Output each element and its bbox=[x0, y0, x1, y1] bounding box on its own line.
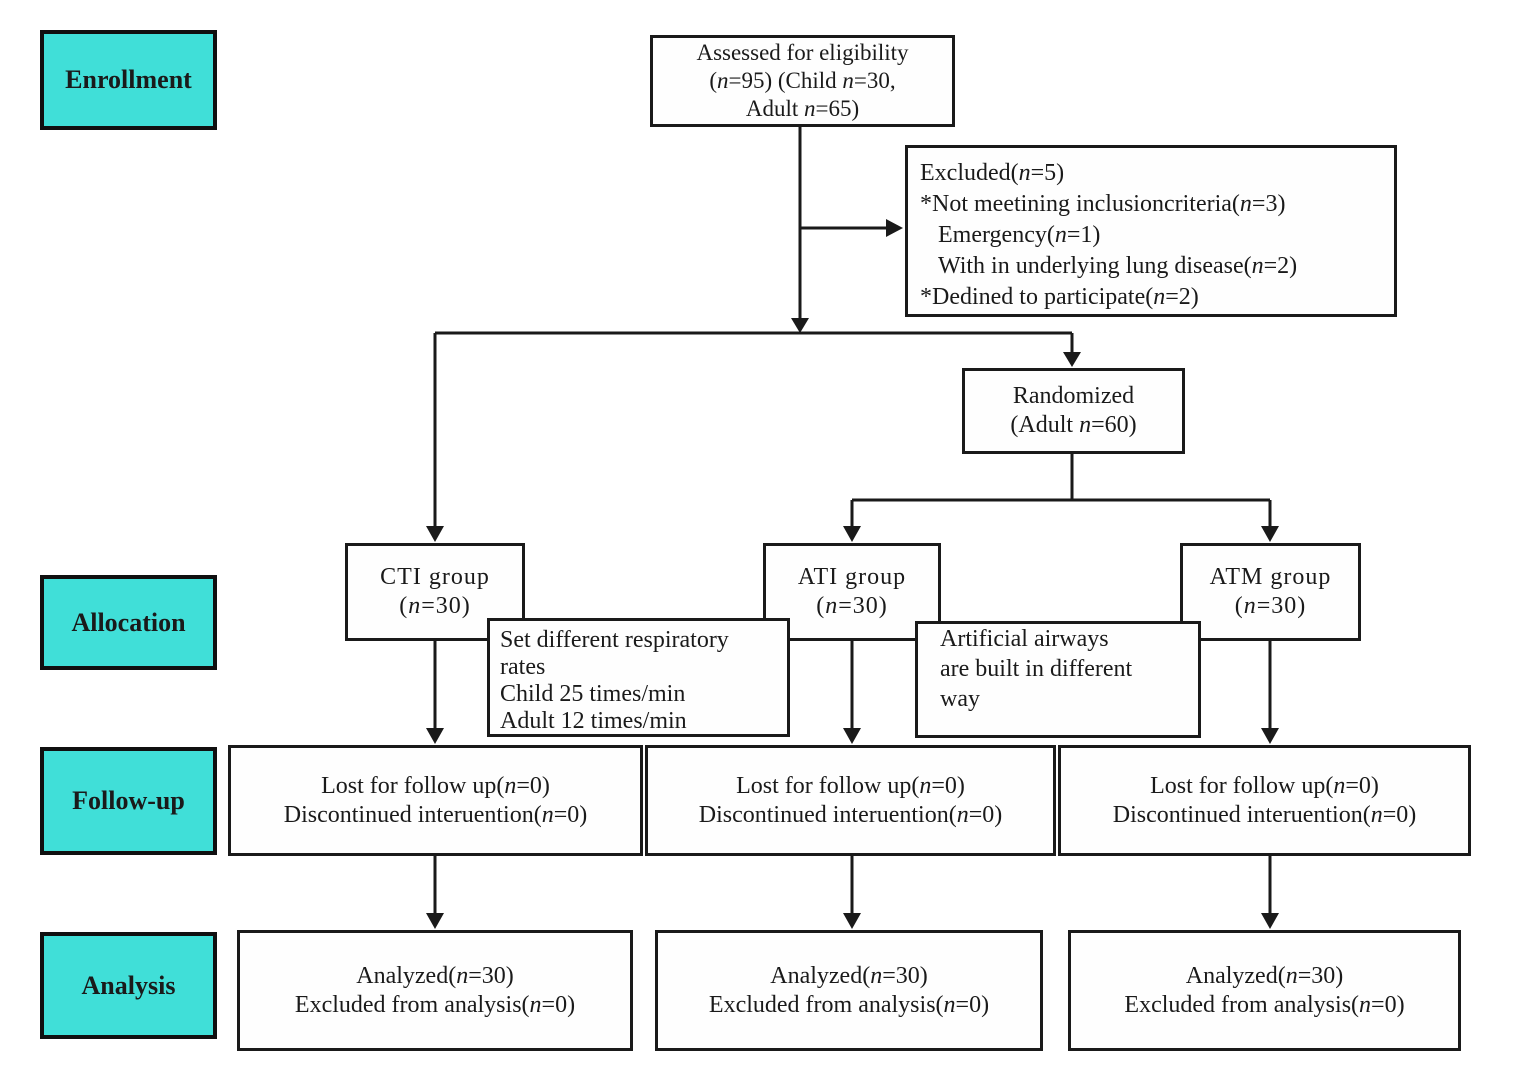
arrowhead-down bbox=[843, 526, 861, 542]
followup-box-atm: Lost for follow up(n=0) Discontinued int… bbox=[1058, 745, 1471, 856]
atm-group-box: ATM group (n=30) bbox=[1180, 543, 1361, 641]
arrowhead-down bbox=[426, 913, 444, 929]
stage-label-analysis: Analysis bbox=[40, 932, 217, 1039]
box-text: Analyzed(n=30) Excluded from analysis(n=… bbox=[1124, 962, 1405, 1018]
analysis-box-ati: Analyzed(n=30) Excluded from analysis(n=… bbox=[655, 930, 1043, 1051]
cti-group-box: CTI group (n=30) bbox=[345, 543, 525, 641]
box-text: Excluded(n=5) *Not meetining inclusioncr… bbox=[920, 160, 1298, 310]
ati-group-box: ATI group (n=30) bbox=[763, 543, 941, 641]
arrowhead-down bbox=[1261, 728, 1279, 744]
stage-label-text: Enrollment bbox=[65, 65, 192, 94]
box-text: Analyzed(n=30) Excluded from analysis(n=… bbox=[294, 962, 576, 1018]
arrowhead-down bbox=[426, 728, 444, 744]
analysis-box-atm: Analyzed(n=30) Excluded from analysis(n=… bbox=[1068, 930, 1461, 1051]
assessed-for-eligibility-box: Assessed for eligibility (n=95) (Child n… bbox=[650, 35, 955, 127]
box-text: CTI group (n=30) bbox=[380, 564, 490, 619]
stage-label-enrollment: Enrollment bbox=[40, 30, 217, 130]
box-text: Artificial airways are built in differen… bbox=[940, 626, 1133, 712]
followup-box-cti: Lost for follow up(n=0) Discontinued int… bbox=[228, 745, 643, 856]
box-text: ATI group (n=30) bbox=[797, 564, 907, 619]
stage-label-allocation: Allocation bbox=[40, 575, 217, 670]
arrowhead-down bbox=[791, 318, 809, 333]
arrowhead-down bbox=[426, 526, 444, 542]
respiratory-rates-note-box: Set different respiratory rates Child 25… bbox=[487, 618, 790, 737]
box-text: Lost for follow up(n=0) Discontinued int… bbox=[1112, 772, 1417, 828]
stage-label-followup: Follow-up bbox=[40, 747, 217, 855]
box-text: ATM group (n=30) bbox=[1209, 564, 1332, 619]
stage-label-text: Follow-up bbox=[72, 786, 185, 815]
analysis-box-cti: Analyzed(n=30) Excluded from analysis(n=… bbox=[237, 930, 633, 1051]
arrowhead-down bbox=[843, 913, 861, 929]
arrowhead-down bbox=[1063, 352, 1081, 367]
arrowhead-down bbox=[1261, 526, 1279, 542]
arrowhead-down bbox=[1261, 913, 1279, 929]
box-text: Lost for follow up(n=0) Discontinued int… bbox=[698, 772, 1003, 828]
randomized-box: Randomized (Adult n=60) bbox=[962, 368, 1185, 454]
followup-box-ati: Lost for follow up(n=0) Discontinued int… bbox=[645, 745, 1056, 856]
stage-label-text: Analysis bbox=[81, 970, 176, 1000]
arrowhead-down bbox=[843, 728, 861, 744]
box-text: Set different respiratory rates Child 25… bbox=[500, 627, 729, 734]
arrowhead-right bbox=[886, 219, 903, 237]
stage-label-text: Allocation bbox=[71, 607, 186, 637]
artificial-airways-note-box: Artificial airways are built in differen… bbox=[915, 621, 1201, 738]
box-text: Lost for follow up(n=0) Discontinued int… bbox=[283, 772, 588, 828]
excluded-box: Excluded(n=5) *Not meetining inclusioncr… bbox=[905, 145, 1397, 317]
box-text: Assessed for eligibility (n=95) (Child n… bbox=[696, 40, 909, 121]
box-text: Analyzed(n=30) Excluded from analysis(n=… bbox=[708, 962, 990, 1018]
box-text: Randomized (Adult n=60) bbox=[1010, 383, 1137, 438]
